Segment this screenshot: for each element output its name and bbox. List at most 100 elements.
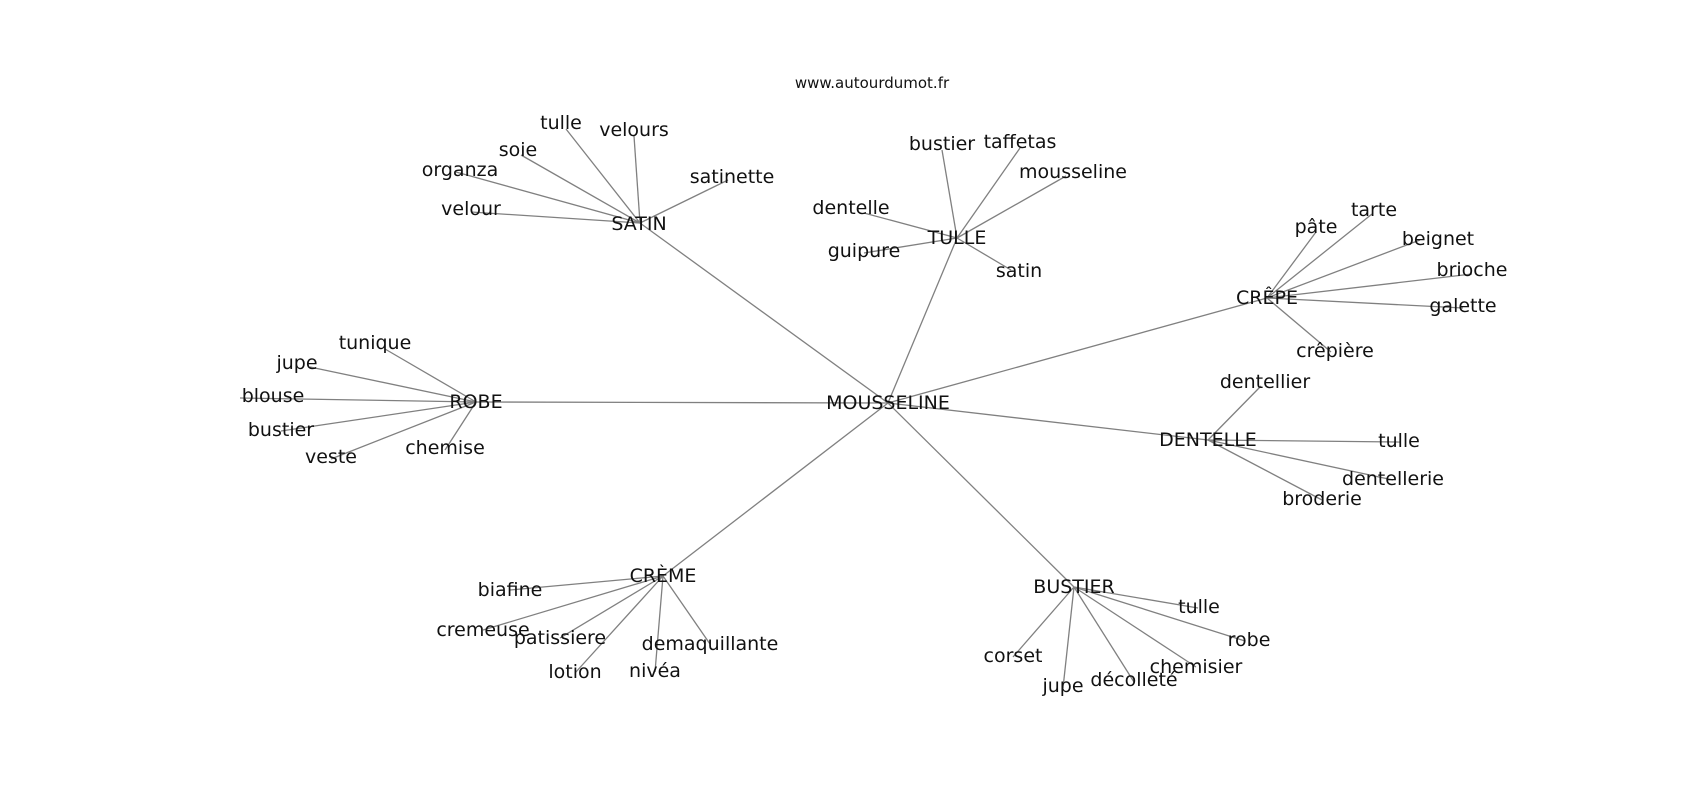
word-node-bustier-1[interactable]: robe	[1228, 629, 1271, 651]
hub-node-creme[interactable]: CRÈME	[630, 564, 697, 587]
word-node-crepe-3[interactable]: brioche	[1437, 259, 1508, 281]
edge-creme-word-4	[574, 575, 664, 674]
edge-bustier-word-0	[1073, 586, 1199, 609]
edge-tulle-word-4	[863, 237, 958, 254]
source-url[interactable]: www.autourdumot.fr	[795, 74, 950, 92]
edge-satin-word-1	[633, 135, 641, 224]
word-node-crepe-1[interactable]: tarte	[1351, 199, 1397, 221]
edge-creme-word-1	[482, 575, 664, 631]
word-node-satin-3[interactable]: organza	[422, 159, 498, 181]
word-node-creme-1[interactable]: cremeuse	[436, 619, 529, 641]
word-node-tulle-0[interactable]: bustier	[909, 133, 975, 155]
word-node-creme-4[interactable]: lotion	[548, 661, 601, 683]
word-node-satin-0[interactable]: tulle	[540, 112, 582, 134]
word-node-crepe-2[interactable]: beignet	[1402, 228, 1474, 250]
word-node-creme-3[interactable]: demaquillante	[642, 633, 779, 655]
word-node-bustier-2[interactable]: corset	[984, 645, 1043, 667]
word-node-robe-3[interactable]: bustier	[248, 419, 314, 441]
edge-creme-word-5	[654, 575, 664, 673]
edge-tulle-word-5	[956, 237, 1012, 271]
hub-node-tulle[interactable]: TULLE	[927, 227, 987, 249]
word-node-tulle-1[interactable]: taffetas	[984, 131, 1057, 153]
word-node-creme-0[interactable]: biafine	[478, 579, 543, 601]
hub-node-satin[interactable]: SATIN	[611, 213, 666, 235]
word-node-creme-5[interactable]: nivéa	[629, 660, 681, 682]
edge-center-dentelle	[887, 402, 1209, 441]
edge-robe-word-2	[239, 397, 477, 403]
edge-robe-word-0	[384, 348, 477, 403]
hub-node-bustier[interactable]: BUSTIER	[1033, 576, 1114, 598]
word-node-tulle-4[interactable]: guipure	[828, 240, 901, 262]
edge-tulle-word-2	[956, 175, 1067, 239]
edge-center-creme	[662, 402, 889, 577]
edge-dentelle-word-3	[1207, 439, 1323, 501]
word-node-robe-2[interactable]: blouse	[242, 385, 305, 407]
edge-satin-word-3	[455, 171, 641, 224]
word-node-robe-5[interactable]: chemise	[405, 437, 485, 459]
edge-satin-word-2	[520, 154, 641, 224]
edge-satin-word-0	[565, 128, 641, 224]
word-node-tulle-3[interactable]: dentelle	[812, 197, 889, 219]
edge-robe-word-4	[330, 401, 477, 460]
edge-creme-word-3	[662, 575, 711, 645]
word-node-bustier-3[interactable]: chemisier	[1150, 656, 1243, 678]
edge-crepe-word-1	[1266, 213, 1373, 299]
word-node-satin-2[interactable]: soie	[499, 139, 538, 161]
word-node-bustier-4[interactable]: jupe	[1041, 675, 1083, 697]
edge-bustier-word-4	[1062, 586, 1075, 689]
hub-node-dentelle[interactable]: DENTELLE	[1159, 429, 1257, 451]
edge-tulle-word-0	[941, 149, 958, 239]
hub-node-robe[interactable]: ROBE	[449, 391, 502, 413]
edge-creme-word-2	[559, 575, 664, 639]
edge-crepe-word-0	[1266, 231, 1317, 299]
word-node-satin-1[interactable]: velours	[599, 119, 669, 141]
edge-robe-word-3	[280, 401, 477, 432]
word-node-dentelle-3[interactable]: broderie	[1282, 488, 1362, 510]
edge-satin-word-4	[639, 179, 729, 224]
word-node-tulle-5[interactable]: satin	[996, 260, 1042, 282]
edge-satin-word-5	[470, 211, 641, 224]
edge-center-bustier	[887, 402, 1075, 588]
word-node-satin-5[interactable]: velour	[441, 198, 501, 220]
center-node[interactable]: MOUSSELINE	[826, 392, 950, 414]
word-node-crepe-5[interactable]: crêpière	[1296, 340, 1374, 362]
edge-crepe-word-2	[1266, 239, 1421, 299]
word-node-tulle-2[interactable]: mousseline	[1019, 161, 1127, 183]
word-node-bustier-5[interactable]: décolleté	[1090, 669, 1177, 691]
edge-crepe-word-3	[1266, 273, 1473, 299]
edge-bustier-word-3	[1073, 586, 1197, 668]
word-node-robe-0[interactable]: tunique	[339, 332, 412, 354]
edge-creme-word-0	[509, 575, 664, 591]
word-node-robe-1[interactable]: jupe	[275, 352, 317, 374]
edge-tulle-word-1	[956, 147, 1021, 239]
edge-crepe-word-5	[1266, 297, 1332, 353]
word-node-crepe-0[interactable]: pâte	[1295, 216, 1338, 238]
word-node-dentelle-2[interactable]: dentellerie	[1342, 468, 1444, 490]
edge-robe-word-5	[444, 401, 477, 451]
edges	[239, 128, 1473, 689]
edge-center-tulle	[887, 237, 958, 404]
word-node-satin-4[interactable]: satinette	[690, 166, 775, 188]
word-node-crepe-4[interactable]: galette	[1429, 295, 1496, 317]
edge-bustier-word-2	[1012, 586, 1075, 658]
edge-dentelle-word-2	[1207, 439, 1394, 481]
edge-center-robe	[475, 401, 889, 404]
edge-robe-word-1	[309, 366, 477, 403]
hub-node-crepe[interactable]: CRÊPE	[1236, 286, 1298, 309]
edge-tulle-word-3	[863, 212, 958, 239]
edge-bustier-word-5	[1073, 586, 1135, 683]
word-node-robe-4[interactable]: veste	[305, 446, 357, 468]
edge-crepe-word-4	[1266, 297, 1464, 309]
edge-dentelle-word-0	[1207, 385, 1262, 441]
edge-bustier-word-1	[1073, 586, 1246, 642]
edge-center-crepe	[887, 297, 1268, 404]
edge-dentelle-word-1	[1207, 439, 1401, 443]
word-node-dentelle-1[interactable]: tulle	[1378, 430, 1420, 452]
word-node-dentelle-0[interactable]: dentellier	[1220, 371, 1310, 393]
word-node-bustier-0[interactable]: tulle	[1178, 596, 1220, 618]
edge-center-satin	[639, 222, 889, 404]
word-node-creme-2[interactable]: patissiere	[514, 627, 606, 649]
